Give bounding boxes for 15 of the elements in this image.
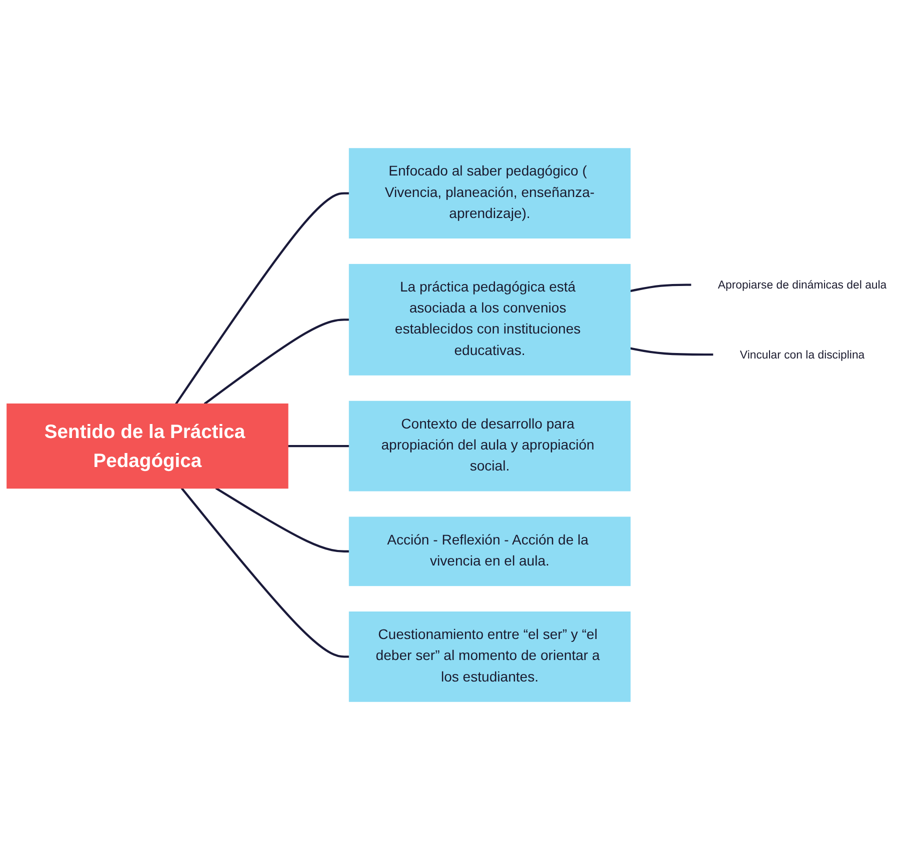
node-box: Sentido de la Práctica Pedagógica <box>6 404 288 489</box>
node-box: Contexto de desarrollo para apropiación del aula y apropiación social. <box>348 400 631 492</box>
connector <box>630 284 692 292</box>
connector <box>204 318 350 405</box>
node-text: Vincular con la disciplina <box>740 348 865 361</box>
node-box: Acción - Reflexión - Acción de la vivencia en el aula. <box>348 516 631 586</box>
connector <box>180 488 350 658</box>
connector <box>215 487 350 552</box>
connector <box>288 444 350 448</box>
connector <box>630 347 714 356</box>
node-box: Enfocado al saber pedagógico ( Vivencia, planeación, enseñanza-aprendizaje). <box>348 148 631 238</box>
node-box: La práctica pedagógica está asociada a los convenios establecidos con instituciones educativas. <box>348 264 631 376</box>
connector <box>175 192 350 405</box>
node-text: Apropiarse de dinámicas del aula <box>718 278 887 292</box>
node-box: Cuestionamiento entre “el ser” y “el deber ser” al momento de orientar a los estudiantes. <box>348 612 631 702</box>
